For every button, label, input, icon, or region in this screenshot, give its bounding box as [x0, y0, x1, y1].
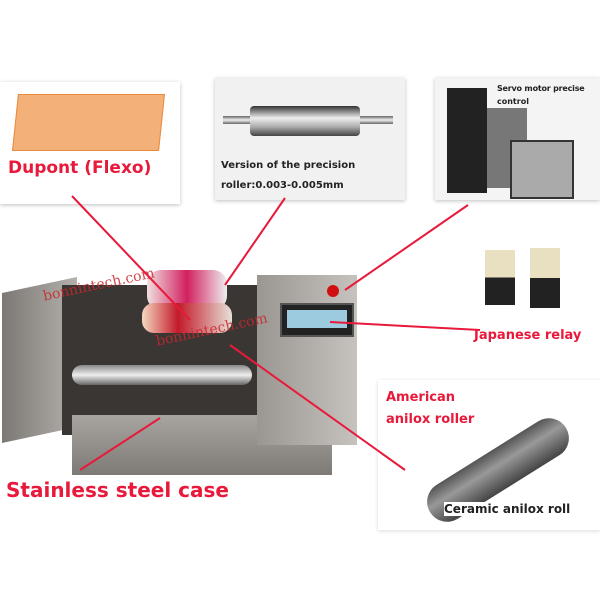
- roller-label-2: roller:0.003-0.005mm: [221, 180, 344, 191]
- stainless-case-label: Stainless steel case: [6, 478, 229, 502]
- callout-line: [224, 197, 286, 286]
- callout-line: [71, 195, 191, 321]
- roller-image: [250, 106, 360, 136]
- relay-card: Japanese relay: [470, 240, 600, 352]
- anilox-card: American anilox roller Ceramic anilox ro…: [378, 380, 600, 530]
- servo-motor-card: Servo motor precise control: [435, 78, 600, 200]
- callout-line: [329, 321, 481, 331]
- relay-label: Japanese relay: [474, 328, 582, 343]
- emergency-stop-button: [327, 285, 339, 297]
- callout-line: [344, 204, 469, 291]
- anilox-label: anilox roller: [386, 412, 475, 427]
- precision-roller-card: Version of the precision roller:0.003-0.…: [215, 78, 405, 200]
- dupont-label: Dupont (Flexo): [8, 158, 152, 178]
- flexo-plate-card: Dupont (Flexo): [0, 82, 180, 204]
- control-screen: [280, 303, 354, 337]
- servo-motor-image: [510, 140, 574, 199]
- servo-label-2: control: [497, 97, 529, 106]
- callout-line: [79, 417, 161, 471]
- roller-label: Version of the precision: [221, 160, 356, 171]
- ceramic-label: Ceramic anilox roll: [444, 502, 571, 516]
- servo-drive-image: [447, 88, 487, 193]
- relay-image: [485, 250, 515, 305]
- callout-line: [229, 344, 406, 471]
- american-label: American: [386, 390, 456, 405]
- printing-machine: [2, 245, 362, 480]
- servo-label: Servo motor precise: [497, 84, 585, 93]
